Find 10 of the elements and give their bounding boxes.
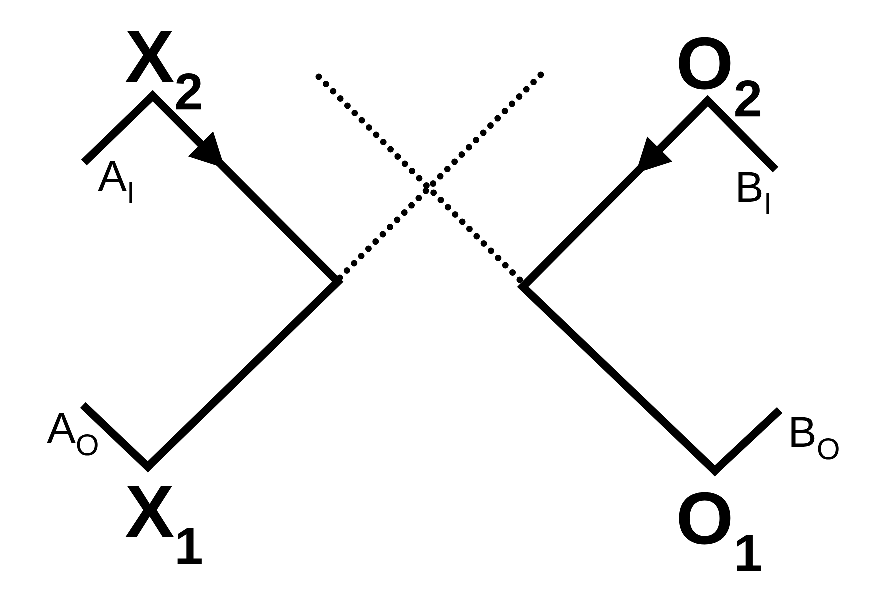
end-label: A$_{O}$ [47, 413, 98, 456]
vertex-label: X$_{1}$ [126, 486, 202, 564]
end-label: B$_{I}$ [738, 172, 770, 214]
line [82, 404, 152, 471]
vertex-label: O$_{2}$ [679, 37, 760, 117]
vertex-label: O$_{1}$ [679, 492, 762, 572]
line [711, 409, 781, 475]
end-label: B$_{O}$ [792, 417, 839, 460]
vertex-label: X$_{2}$ [126, 31, 202, 110]
end-label: A$_{I}$ [98, 161, 132, 204]
